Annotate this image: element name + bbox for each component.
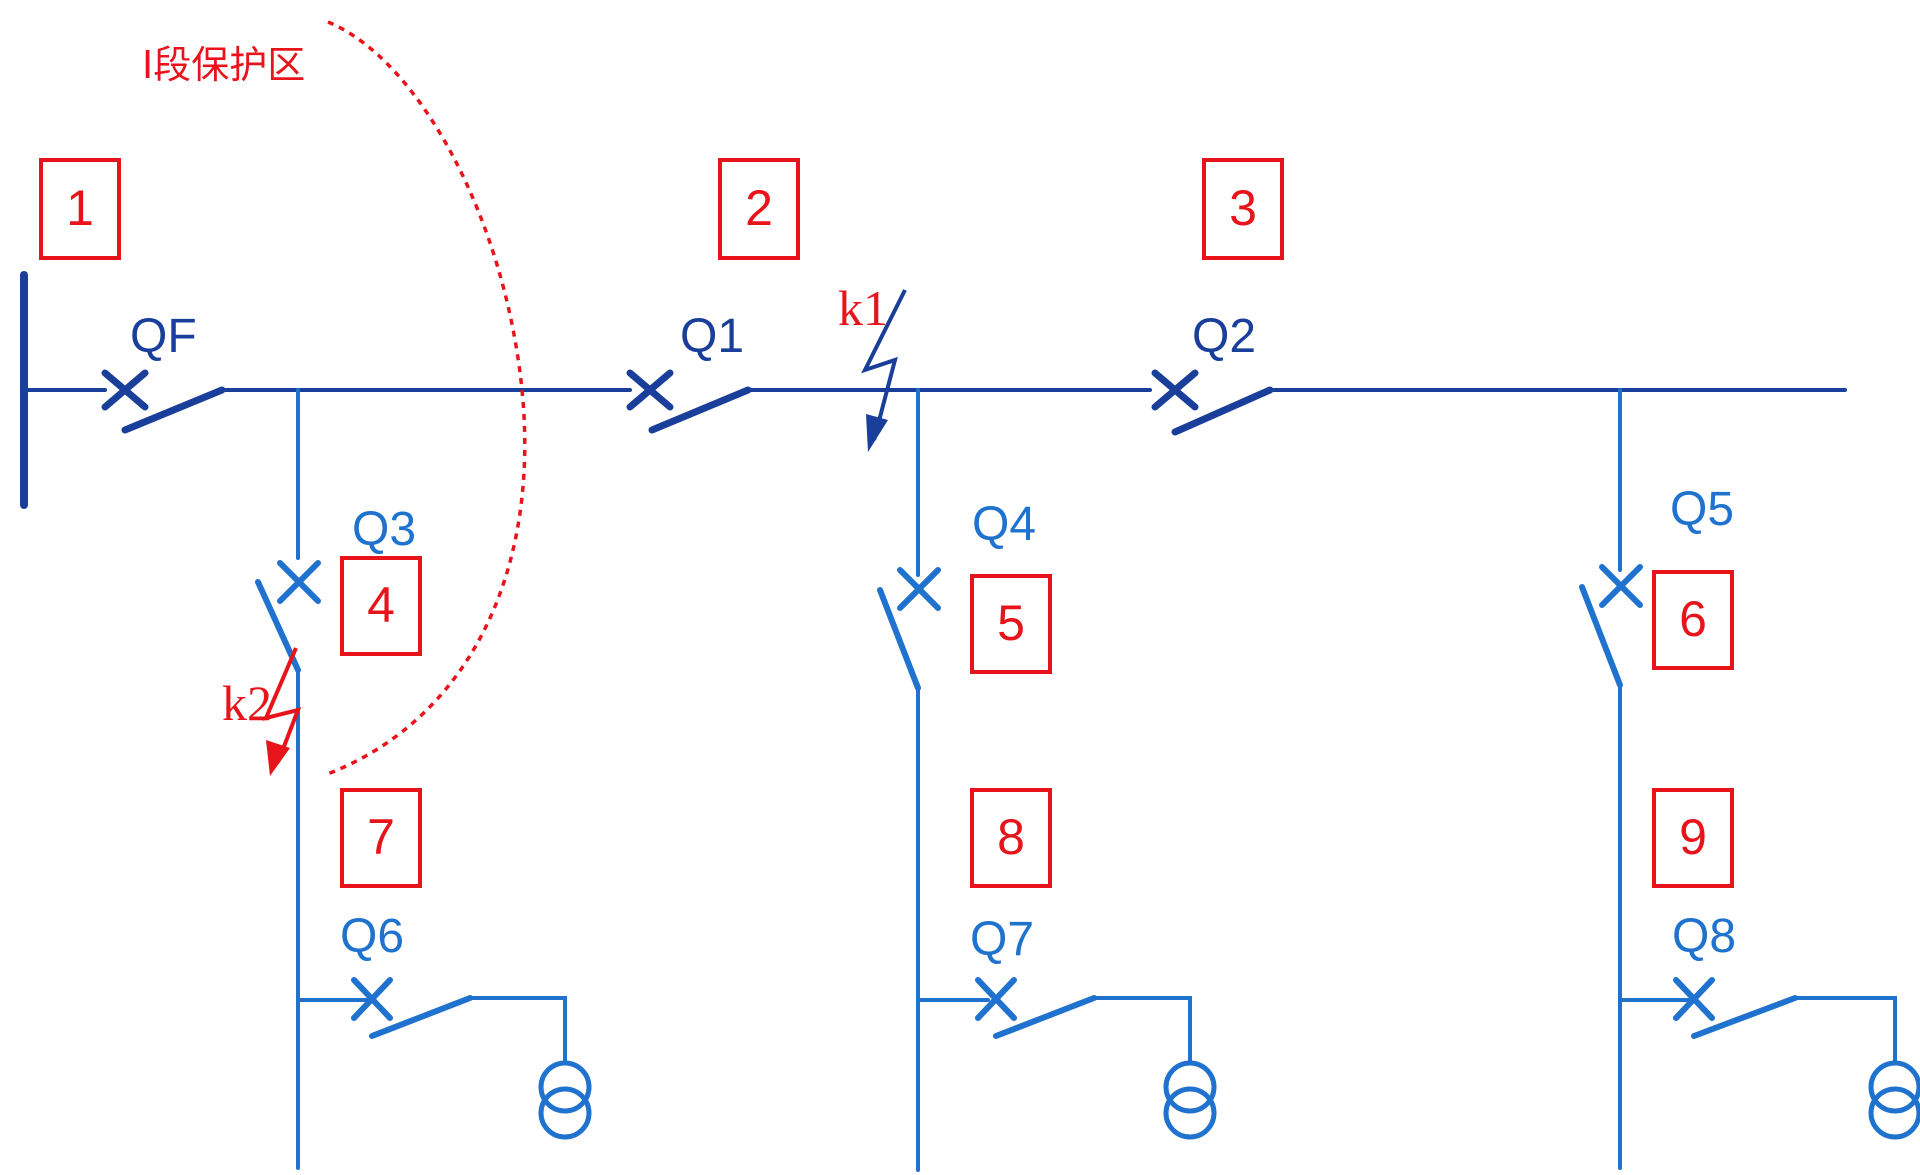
breaker-cross-icon: [277, 560, 321, 604]
svg-text:7: 7: [367, 809, 395, 865]
transformer-icon: [538, 1060, 592, 1140]
zone-box-1: 1: [39, 158, 121, 260]
breaker-Q1: [626, 369, 752, 434]
fault-lightning-icon: [861, 289, 907, 441]
branch-line: [468, 996, 567, 1064]
breaker-QF: [101, 369, 226, 434]
svg-text:6: 6: [1679, 591, 1707, 647]
breaker-blade: [121, 386, 226, 434]
feeder-3: [1579, 388, 1920, 1170]
protection-zone-arc: [324, 20, 527, 777]
zone-box-9: 9: [1652, 788, 1734, 888]
label-Q8: Q8: [1672, 910, 1736, 963]
zone-box-7: 7: [340, 788, 422, 888]
label-Q6: Q6: [340, 910, 404, 963]
breaker-blade: [1171, 386, 1274, 436]
main-line: [20, 271, 1847, 509]
protection-zone-label: Ⅰ段保护区: [142, 43, 305, 87]
svg-text:2: 2: [745, 180, 773, 236]
breaker-blade: [648, 386, 752, 434]
label-Q1: Q1: [680, 310, 744, 363]
breaker-labels: QF Q1 Q2 Q3 Q4 Q5 Q6 Q7 Q8: [130, 310, 1736, 966]
breaker-cross-icon: [897, 567, 941, 611]
zone-box-6: 6: [1652, 570, 1734, 670]
zone-boxes: 1 2 3 4 5 6 7 8: [39, 158, 1734, 888]
feeder-1: [255, 388, 592, 1170]
breaker-blade: [1691, 995, 1798, 1039]
fault-k1-label: k1: [838, 280, 888, 336]
label-QF: QF: [130, 310, 197, 363]
zone-box-4: 4: [340, 556, 422, 656]
breaker-blade: [369, 995, 473, 1039]
branch-line: [1092, 996, 1192, 1064]
svg-text:5: 5: [997, 595, 1025, 651]
zone-box-2: 2: [718, 158, 800, 260]
fault-k2: k2: [222, 647, 302, 776]
svg-text:4: 4: [367, 577, 395, 633]
label-Q7: Q7: [970, 913, 1034, 966]
fault-k1: k1: [838, 280, 907, 452]
breaker-blade: [877, 587, 921, 691]
branch-line: [1793, 996, 1897, 1064]
feeder-2: [877, 388, 1217, 1172]
breaker-blade: [993, 995, 1097, 1039]
label-Q2: Q2: [1192, 310, 1256, 363]
svg-text:9: 9: [1679, 809, 1707, 865]
svg-text:3: 3: [1229, 180, 1257, 236]
breaker-cross-icon: [1151, 369, 1199, 411]
transformer-icon: [1868, 1060, 1920, 1140]
breaker-cross-icon: [1673, 977, 1715, 1021]
zone-box-3: 3: [1202, 158, 1284, 260]
breaker-cross-icon: [1599, 564, 1643, 608]
breaker-blade: [1579, 584, 1623, 688]
transformer-icon: [1163, 1060, 1217, 1140]
label-Q5: Q5: [1670, 483, 1734, 536]
label-Q3: Q3: [352, 503, 416, 556]
fault-lightning-icon: [262, 647, 302, 763]
zone-box-5: 5: [970, 574, 1052, 674]
fault-arrow-head: [266, 740, 290, 776]
svg-text:1: 1: [66, 180, 94, 236]
breaker-cross-icon: [101, 369, 149, 411]
label-Q4: Q4: [972, 498, 1036, 551]
fault-arrow-head: [866, 414, 888, 452]
breaker-cross-icon: [626, 369, 674, 411]
breaker-Q2: [1151, 369, 1274, 436]
breaker-cross-icon: [975, 977, 1017, 1021]
svg-text:8: 8: [997, 809, 1025, 865]
fault-k2-label: k2: [222, 675, 272, 731]
zone-box-8: 8: [970, 788, 1052, 888]
breaker-cross-icon: [351, 977, 393, 1021]
